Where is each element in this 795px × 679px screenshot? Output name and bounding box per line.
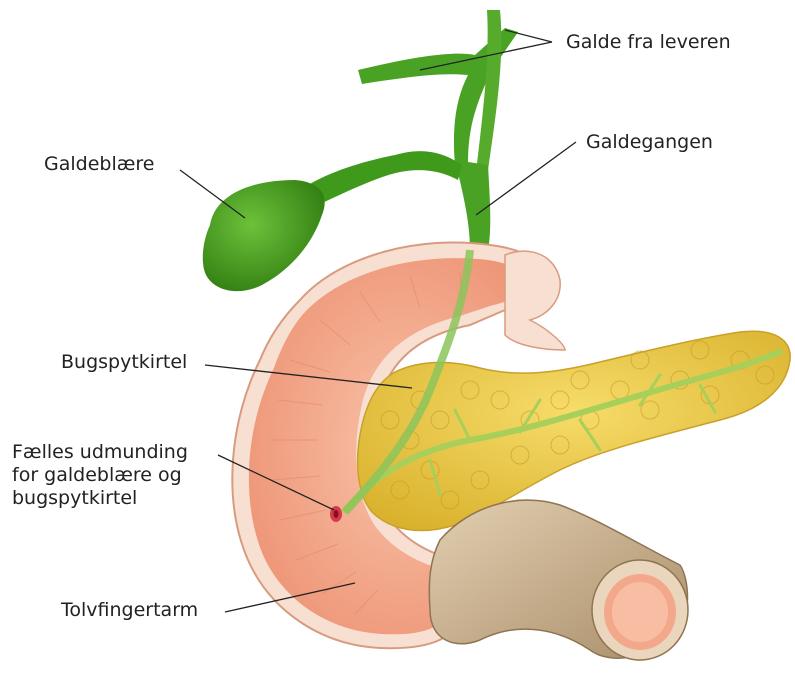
label-galdeblaere: Galdeblære bbox=[44, 153, 154, 176]
label-galde-fra-leveren: Galde fra leveren bbox=[566, 31, 731, 54]
label-faelles-line-3: bugspytkirtel bbox=[12, 487, 188, 510]
pancreas bbox=[358, 331, 791, 530]
gallbladder bbox=[203, 180, 325, 291]
label-bugspytkirtel: Bugspytkirtel bbox=[61, 351, 187, 374]
label-faelles-udmunding: Fælles udmunding for galdeblære og bugsp… bbox=[12, 441, 188, 510]
label-faelles-line-2: for galdeblære og bbox=[12, 464, 188, 487]
label-faelles-line-1: Fælles udmunding bbox=[12, 441, 188, 464]
leader-galdegangen bbox=[476, 142, 576, 215]
label-galdegangen: Galdegangen bbox=[586, 131, 713, 154]
cystic-duct bbox=[300, 151, 462, 205]
label-tolvfingertarm: Tolvfingertarm bbox=[61, 599, 198, 622]
hepatic-ducts bbox=[358, 10, 518, 172]
pylorus-lip bbox=[505, 251, 565, 350]
bile-duct bbox=[455, 160, 490, 250]
